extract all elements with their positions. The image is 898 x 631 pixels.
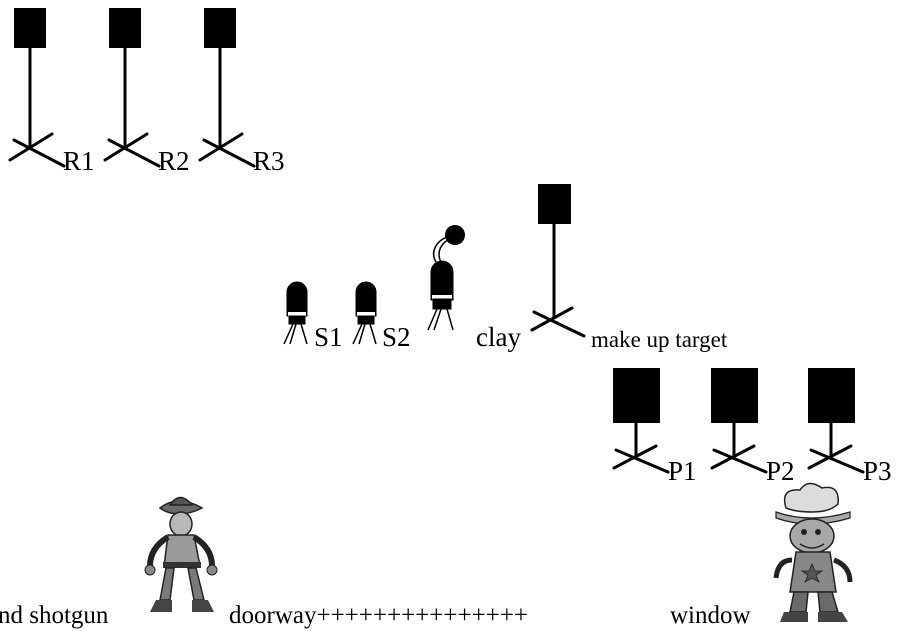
launcher-s2 — [352, 281, 377, 345]
shotgun-station-label: nd shotgun — [0, 602, 109, 629]
pistol-label-p3: P3 — [863, 456, 892, 486]
pistol-target-p2 — [710, 368, 768, 474]
rifle-label-r1: R1 — [63, 146, 95, 176]
rifle-label-r2: R2 — [158, 146, 190, 176]
pistol-label-p2: P2 — [766, 456, 795, 486]
clay-launcher — [427, 235, 454, 331]
rifle-target-r3 — [198, 8, 256, 168]
launcher-s1 — [283, 281, 308, 345]
clay-pigeon-icon — [445, 225, 465, 245]
rifle-target-r1 — [8, 8, 66, 168]
doorway-label: doorway+++++++++++++++ — [229, 602, 528, 629]
pistol-label-p1: P1 — [668, 456, 697, 486]
cowboy-gunslinger-icon — [144, 496, 218, 612]
pistol-target-p1 — [612, 368, 670, 474]
window-label: window — [670, 602, 751, 629]
rifle-target-r2 — [103, 8, 161, 168]
clay-label: clay — [476, 322, 521, 352]
shotgun-label-s1: S1 — [314, 322, 343, 352]
pistol-target-p3 — [807, 368, 865, 474]
shotgun-label-s2: S2 — [382, 322, 411, 352]
makeup-target-label: make up target — [591, 327, 728, 352]
chef-cowboy-icon — [773, 482, 853, 622]
rifle-label-r3: R3 — [253, 146, 285, 176]
makeup-target — [530, 184, 586, 338]
